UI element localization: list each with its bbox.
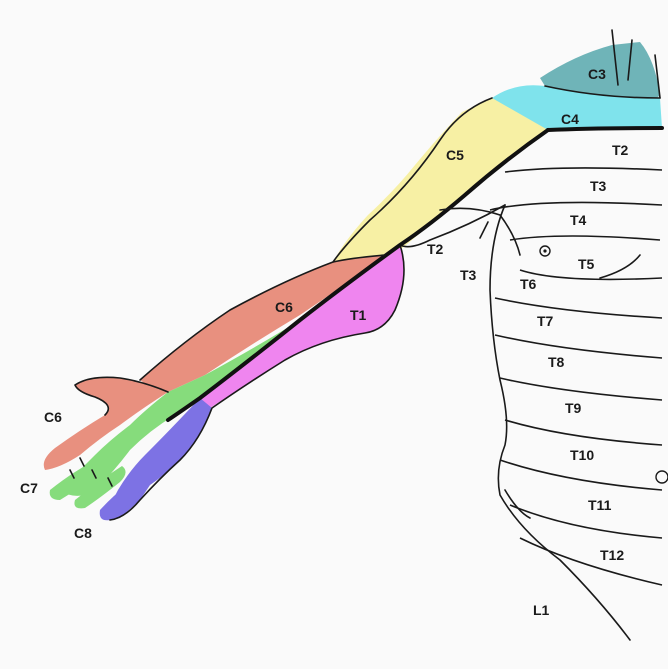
neck-line xyxy=(611,29,619,86)
nipple-icon xyxy=(539,245,551,257)
band-t5-t6 xyxy=(519,269,663,281)
region-c5 xyxy=(333,98,548,262)
pectoral-line xyxy=(599,254,641,279)
label-t6: T6 xyxy=(520,276,537,292)
region-c4 xyxy=(492,85,662,130)
label-t8: T8 xyxy=(548,354,565,370)
axilla-line xyxy=(439,207,521,256)
band-t7-t8 xyxy=(494,334,663,359)
shoulder-line xyxy=(546,126,664,132)
label-c6-hand: C6 xyxy=(44,409,62,425)
c3-c4-border xyxy=(544,85,661,99)
band-t2-t3 xyxy=(504,167,663,173)
hip-line xyxy=(504,489,531,519)
c5-c6-border xyxy=(332,254,386,263)
finger-index xyxy=(49,458,105,500)
label-t5: T5 xyxy=(578,256,595,272)
band-t9-t10 xyxy=(504,419,663,446)
trunk-left-outline xyxy=(489,204,631,641)
region-c6-forearm xyxy=(140,255,385,392)
arm-outline-lower xyxy=(109,204,506,521)
thumb-outline xyxy=(74,376,169,416)
arm-dermatome-divider xyxy=(166,128,550,422)
label-t10: T10 xyxy=(570,447,594,463)
label-t3-trunk: T3 xyxy=(590,178,607,194)
label-l1: L1 xyxy=(533,602,550,618)
label-c8-hand: C8 xyxy=(74,525,92,541)
label-t2-trunk: T2 xyxy=(612,142,629,158)
band-t8-t9 xyxy=(499,377,663,401)
band-t10-t11 xyxy=(499,459,663,491)
finger-middle xyxy=(74,466,126,509)
label-t11: T11 xyxy=(588,497,612,513)
neck-line-3 xyxy=(654,54,661,99)
navel-icon xyxy=(655,470,668,484)
label-t7: T7 xyxy=(537,313,554,329)
band-t6-t7 xyxy=(494,297,663,319)
label-c6-arm: C6 xyxy=(275,299,293,315)
band-t12-l1 xyxy=(519,537,663,586)
label-c3: C3 xyxy=(588,66,606,82)
finger-creases xyxy=(69,457,113,487)
neck-line-2 xyxy=(627,39,633,81)
label-t4: T4 xyxy=(570,212,587,228)
region-c7 xyxy=(60,320,300,496)
label-t3-axilla: T3 xyxy=(460,267,477,283)
arm-outline-upper xyxy=(139,97,493,381)
region-t1 xyxy=(200,245,404,408)
band-t4-t5 xyxy=(509,235,661,241)
label-c4: C4 xyxy=(561,111,579,127)
label-t12: T12 xyxy=(600,547,624,563)
finger-ring xyxy=(99,478,142,521)
label-c5: C5 xyxy=(446,147,464,163)
label-t1: T1 xyxy=(350,307,367,323)
label-t9: T9 xyxy=(565,400,582,416)
region-c6-hand xyxy=(43,377,168,470)
band-t11-t12 xyxy=(509,504,663,539)
axilla-fold xyxy=(479,221,489,239)
band-t3-t4 xyxy=(489,201,663,211)
label-t2-axilla: T2 xyxy=(427,241,444,257)
label-c7-hand: C7 xyxy=(20,480,38,496)
